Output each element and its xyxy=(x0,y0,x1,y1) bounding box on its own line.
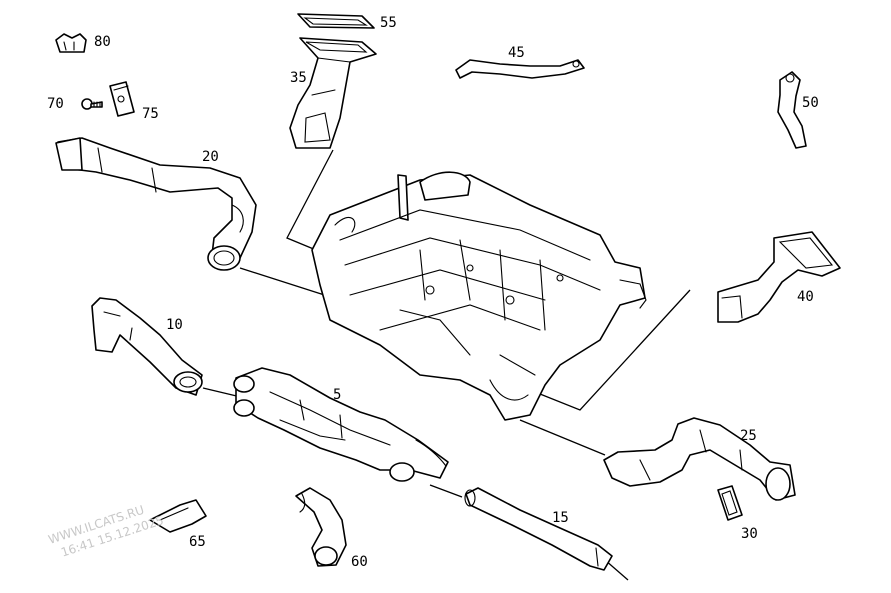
callout-45[interactable]: 45 xyxy=(508,45,525,61)
central-air-housing[interactable] xyxy=(311,171,647,421)
callout-40[interactable]: 40 xyxy=(797,289,814,305)
duct-40[interactable] xyxy=(717,231,841,323)
callout-60[interactable]: 60 xyxy=(351,554,368,570)
bracket-75[interactable] xyxy=(109,81,135,117)
callouts: 5 10 15 20 25 30 35 40 45 50 55 60 65 70… xyxy=(47,15,819,570)
duct-hose-20[interactable] xyxy=(55,137,257,271)
callout-65[interactable]: 65 xyxy=(189,534,206,550)
pipe-15[interactable] xyxy=(464,487,613,571)
hose-45[interactable] xyxy=(455,59,585,79)
gasket-55[interactable] xyxy=(297,13,375,29)
callout-30[interactable]: 30 xyxy=(741,526,758,542)
hose-50[interactable] xyxy=(777,71,807,149)
callout-80[interactable]: 80 xyxy=(94,34,111,50)
watermark: WWW.ILCATS.RU 16:41 15.12.2025 xyxy=(47,503,166,560)
seal-30[interactable] xyxy=(717,485,743,521)
duct-25[interactable] xyxy=(603,417,796,501)
intake-duct-35[interactable] xyxy=(289,37,377,149)
callout-70[interactable]: 70 xyxy=(47,96,64,112)
air-guide-5[interactable] xyxy=(233,367,449,482)
callout-20[interactable]: 20 xyxy=(202,149,219,165)
bracket-65[interactable] xyxy=(149,499,207,533)
leader-lines xyxy=(202,149,691,581)
callout-55[interactable]: 55 xyxy=(380,15,397,31)
duct-hose-10[interactable] xyxy=(91,297,203,396)
screw-70[interactable] xyxy=(81,98,103,110)
callout-50[interactable]: 50 xyxy=(802,95,819,111)
callout-75[interactable]: 75 xyxy=(142,106,159,122)
clip-80[interactable] xyxy=(55,33,87,53)
elbow-60[interactable] xyxy=(295,487,347,567)
callout-25[interactable]: 25 xyxy=(740,428,757,444)
callout-35[interactable]: 35 xyxy=(290,70,307,86)
callout-15[interactable]: 15 xyxy=(552,510,569,526)
callout-5[interactable]: 5 xyxy=(333,387,341,403)
callout-10[interactable]: 10 xyxy=(166,317,183,333)
